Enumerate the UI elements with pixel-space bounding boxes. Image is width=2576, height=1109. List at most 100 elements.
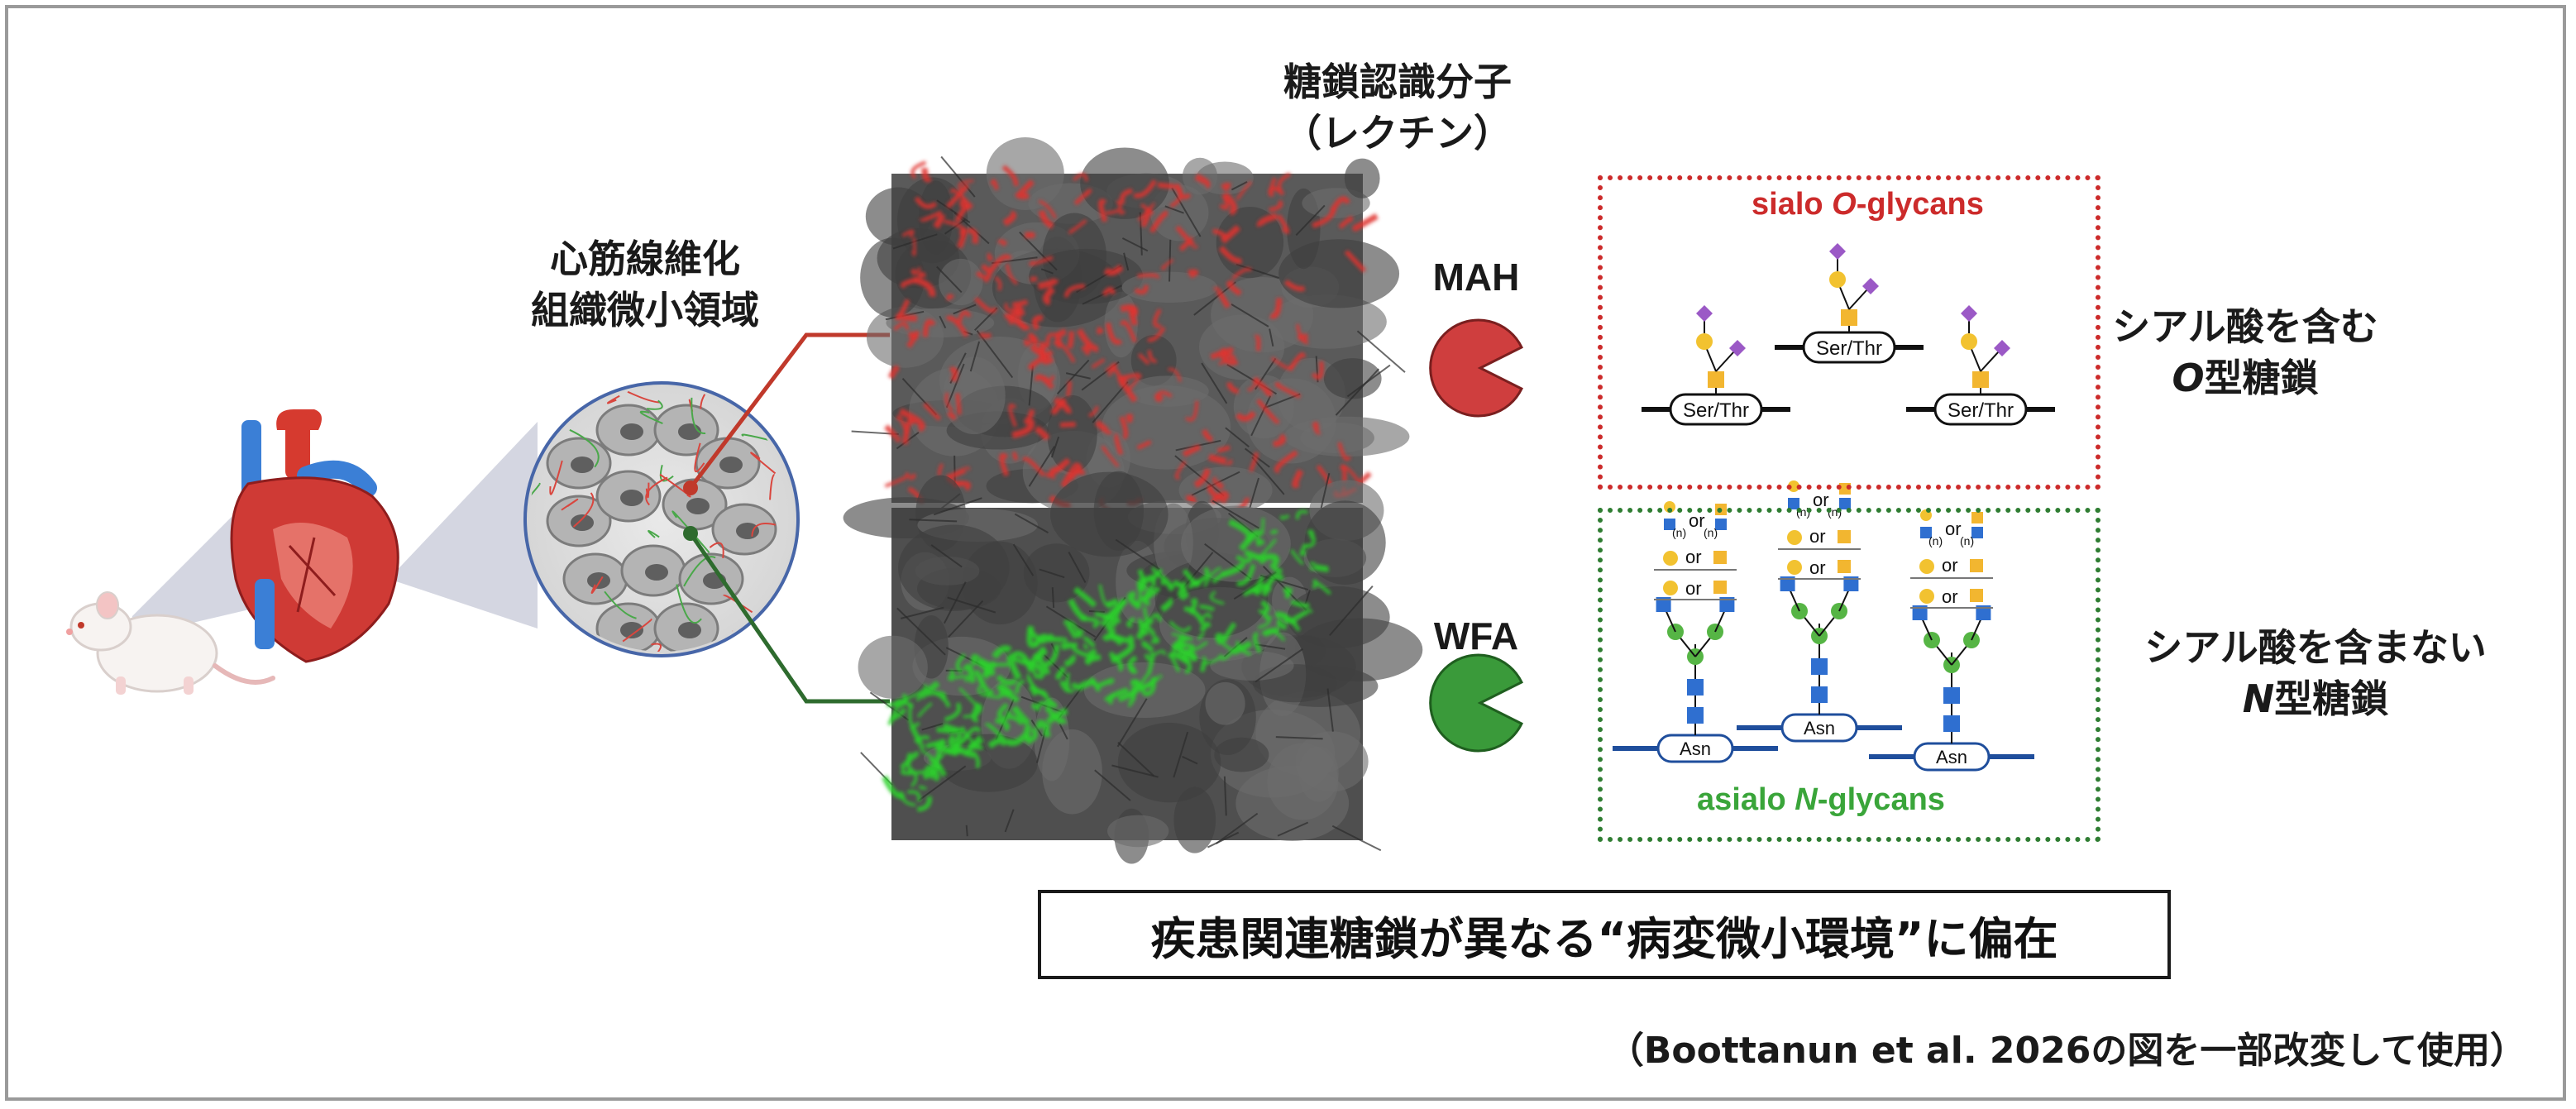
asn-label: Asn [1804,718,1835,739]
tissue-edge [1263,393,1301,409]
tissue-edge [1212,500,1259,529]
stain-signal [1126,616,1136,629]
stain-signal [1034,425,1049,440]
stain-signal [959,198,974,211]
stain-signal [1242,586,1259,597]
stain-signal [894,299,910,321]
stain-signal [1220,224,1241,244]
connector-green [688,532,890,704]
tissue-edge [1251,457,1285,495]
or-label: or [1689,510,1705,531]
stain-signal [922,764,933,781]
stain-signal [1307,529,1315,539]
glcnac-square [1811,686,1828,703]
stain-signal [1081,344,1091,356]
stain-signal [955,653,967,675]
citation: （Boottanun et al. 2026の図を一部改変して使用） [1607,1030,2526,1072]
fibrosis-fiber [529,402,559,415]
stain-signal [1136,574,1156,589]
micrograph-mah [851,137,1410,527]
sialo-o-glycans-box [1598,175,2100,490]
tissue-edge [1331,825,1382,852]
tissue-edge [1012,543,1035,576]
stain-signal [1188,269,1199,279]
tissue-edge [1123,252,1130,271]
stain-signal [1001,165,1019,187]
stain-signal [1252,376,1273,397]
stain-signal [981,264,992,284]
tissue-edge [1295,204,1326,237]
nucleus [736,523,759,539]
stain-signal [1055,666,1067,680]
glcnac-square [1687,707,1704,724]
tissue-edge [969,341,981,372]
stain-signal [1173,580,1189,599]
tissue-edge [1028,446,1056,487]
stain-signal [1126,413,1133,423]
stain-signal [1096,678,1115,689]
stain-signal [1059,681,1068,692]
stain-signal [1154,390,1173,399]
nucleus [678,423,701,440]
asn-label: Asn [1936,747,1967,767]
asn-label: Asn [1680,739,1711,759]
stain-signal [992,645,1012,659]
stain-signal [1119,188,1133,205]
stain-signal [1226,280,1242,296]
stain-signal [1184,400,1199,422]
stain-signal [908,702,920,728]
stain-signal [1226,381,1240,394]
stain-signal [1279,514,1290,520]
stain-signal [922,318,936,337]
glcnac-square [1839,498,1851,509]
stain-signal [1147,350,1157,363]
tissue-texture [898,524,1010,612]
stain-signal [987,736,1007,749]
stain-signal [1096,326,1104,335]
glcnac-square [1811,658,1828,675]
stain-signal [1043,728,1051,738]
fibrosis-fiber [549,614,558,641]
stain-signal [1136,440,1152,450]
stain-signal [1235,555,1253,563]
glcnac-square [1943,687,1960,704]
galactose-circle [1787,560,1802,575]
fibrosis-fiber [750,452,777,475]
stain-signal [1312,421,1322,435]
stain-signal [1060,462,1080,489]
stain-signal [1259,600,1270,616]
stain-signal [1101,446,1120,468]
galnac-square [1838,530,1851,543]
tissue-edge [1225,427,1250,447]
stain-signal [887,365,900,380]
stain-signal [1106,199,1122,215]
stain-signal [997,239,1008,247]
micrograph-wfa [843,471,1423,864]
stain-signal [1212,571,1226,584]
stain-signal [1175,633,1187,650]
tissue-texture [1210,650,1294,681]
tissue-edge [1260,574,1309,591]
galactose-circle [1961,333,1977,350]
stain-signal [1011,299,1029,308]
stain-signal [910,160,927,179]
heart-illustration [230,409,399,663]
tissue-texture [866,306,944,368]
tissue-edge [909,519,958,523]
glcnac-square [1943,715,1960,732]
or-label: or [1942,586,1958,607]
galnac-square [1972,371,1989,388]
stain-signal [1039,633,1055,643]
stain-signal [933,213,946,229]
sialic-acid-diamond [1829,243,1846,260]
stain-signal [1256,213,1278,227]
or-label: or [1813,490,1829,510]
stain-signal [1092,358,1106,369]
tissue-edge [1040,268,1054,275]
stain-signal [1083,643,1089,650]
stain-signal [1150,634,1160,644]
stain-signal [1130,679,1149,697]
or-label: or [1945,519,1962,539]
fibrosis-fiber [723,594,753,614]
or-label: or [1809,526,1826,547]
